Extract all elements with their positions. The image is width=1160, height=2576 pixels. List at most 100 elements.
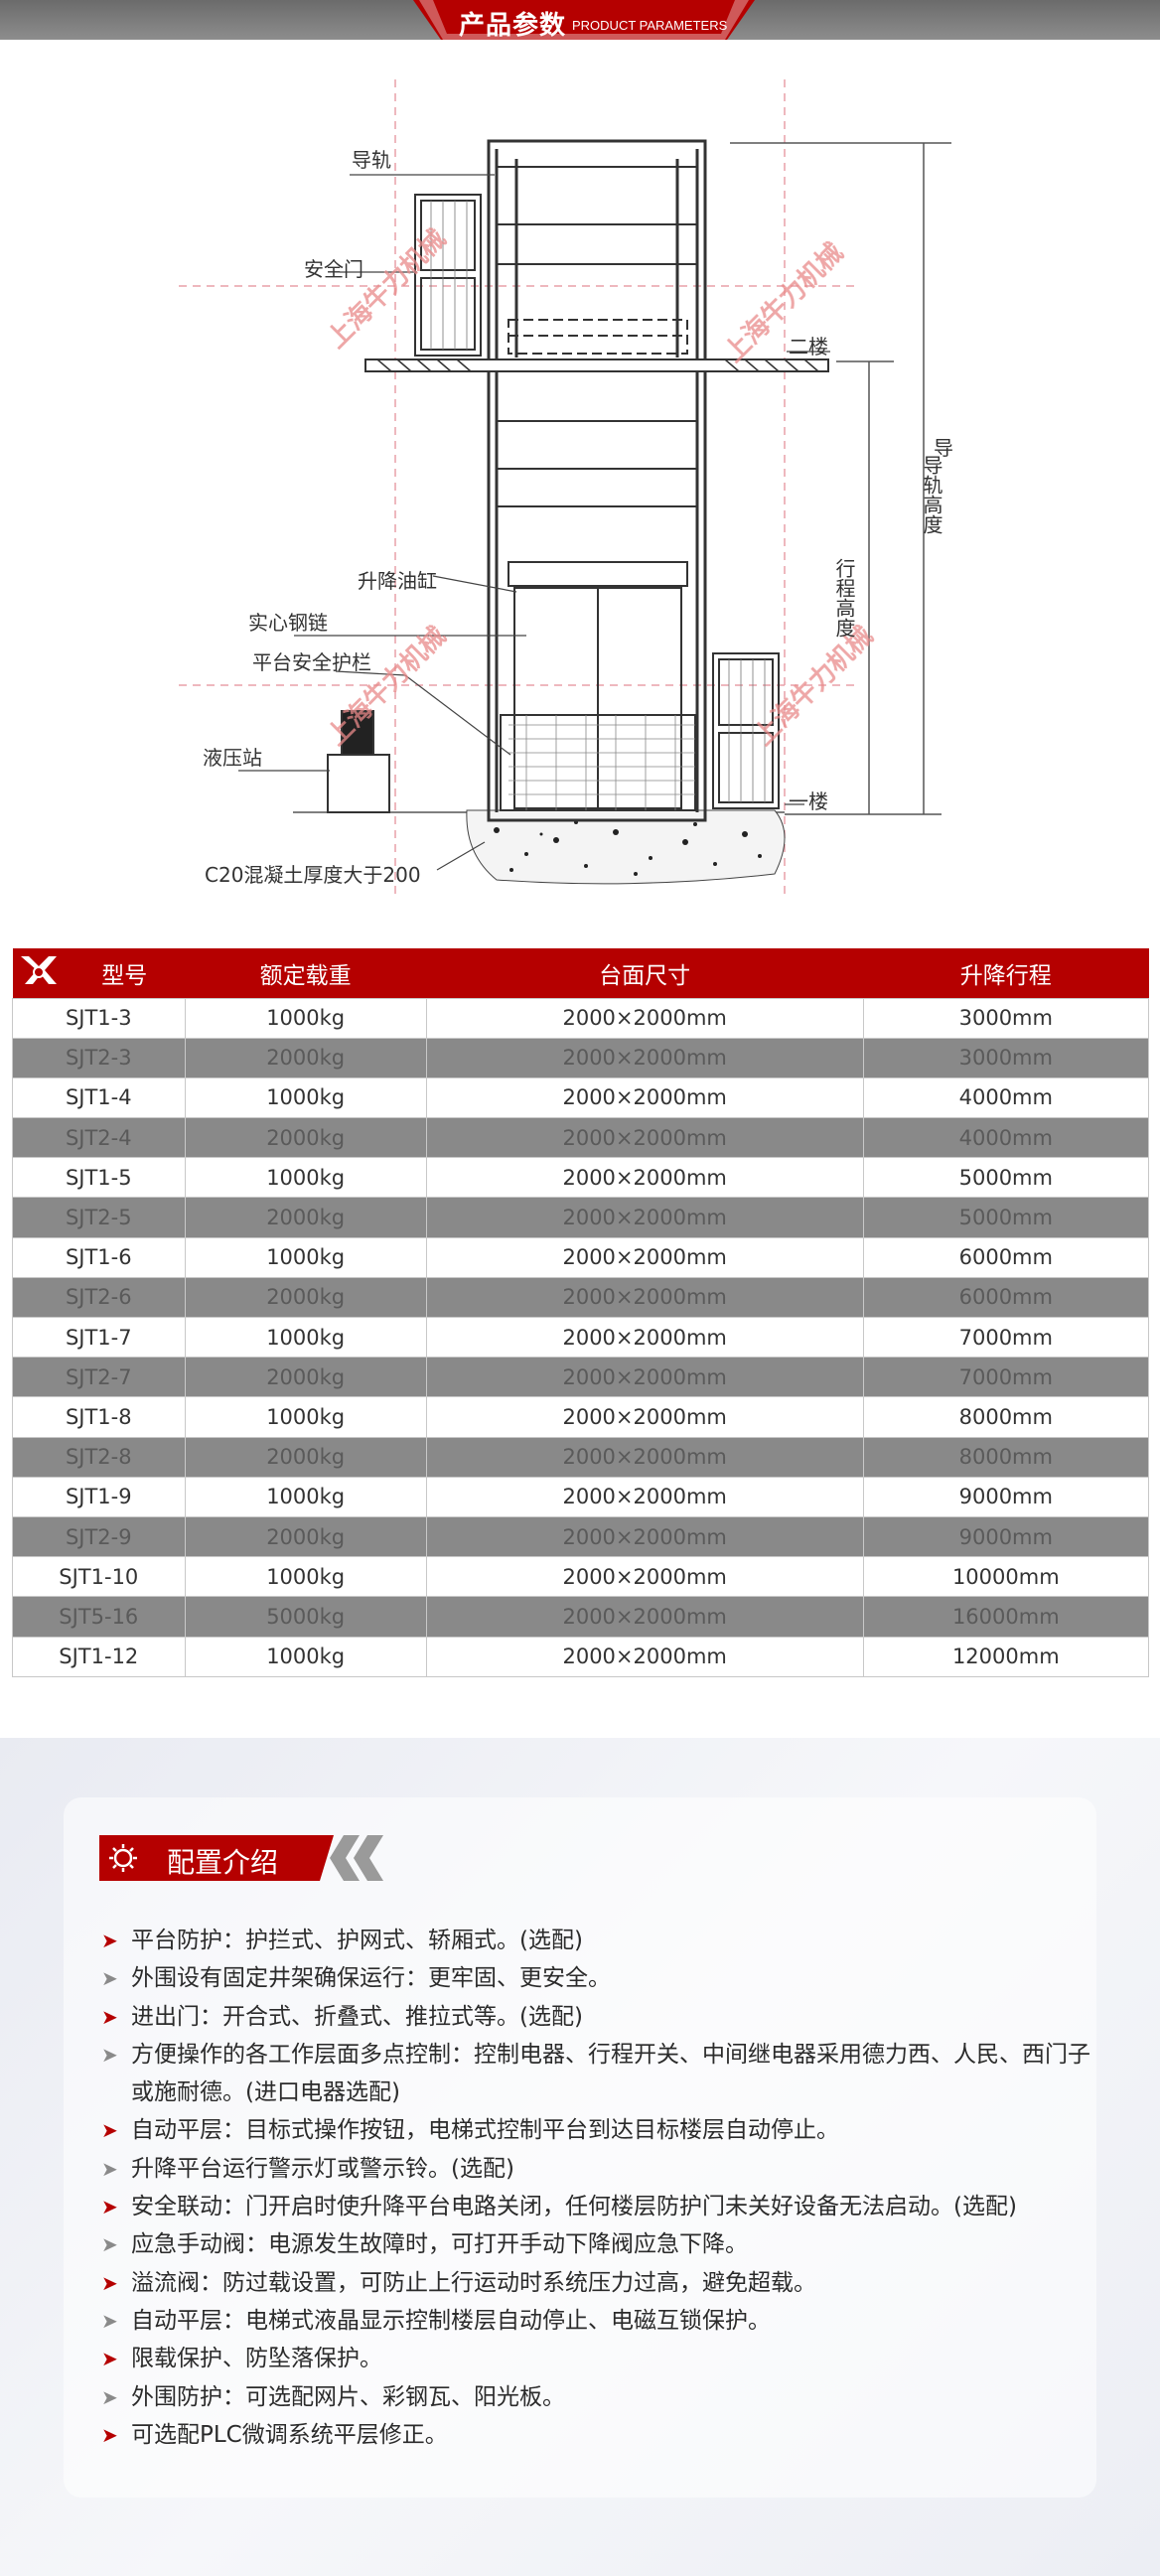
cell-size: 2000×2000mm bbox=[425, 997, 864, 1039]
cell-load: 2000kg bbox=[184, 1357, 427, 1398]
header-size: 台面尺寸 bbox=[426, 948, 864, 998]
arrow-bullet-icon: ➤ bbox=[101, 2042, 118, 2067]
cell-size: 2000×2000mm bbox=[425, 1636, 864, 1677]
arrow-bullet-icon: ➤ bbox=[101, 2422, 118, 2447]
cell-travel: 4000mm bbox=[862, 1117, 1150, 1159]
label-travel-height: 行程高度 bbox=[832, 558, 856, 638]
cell-size: 2000×2000mm bbox=[425, 1476, 864, 1517]
svg-text:上海牛力机械: 上海牛力机械 bbox=[322, 223, 453, 355]
cell-size: 2000×2000mm bbox=[425, 1037, 864, 1078]
brand-logo-icon bbox=[12, 948, 65, 998]
arrow-bullet-icon: ➤ bbox=[101, 2384, 118, 2409]
cell-size: 2000×2000mm bbox=[425, 1236, 864, 1278]
cell-load: 1000kg bbox=[184, 1236, 427, 1278]
config-item-text: 可选配PLC微调系统平层修正。 bbox=[131, 2421, 448, 2448]
config-list-item: ➤ 升降平台运行警示灯或警示铃。(选配) bbox=[99, 2150, 1092, 2188]
cell-travel: 10000mm bbox=[862, 1556, 1150, 1598]
arrow-bullet-icon: ➤ bbox=[101, 2004, 118, 2029]
arrow-bullet-icon: ➤ bbox=[101, 2232, 118, 2257]
cell-size: 2000×2000mm bbox=[425, 1276, 864, 1319]
config-item-text: 自动平层：电梯式液晶显示控制楼层自动停止、电磁互锁保护。 bbox=[131, 2307, 771, 2334]
config-card bbox=[64, 1797, 1096, 2498]
cell-model: SJT1-4 bbox=[12, 1076, 186, 1119]
config-list-item: ➤自动平层：目标式操作按钮，电梯式控制平台到达目标楼层自动停止。 bbox=[99, 2111, 1092, 2149]
cell-travel: 8000mm bbox=[862, 1396, 1150, 1438]
cell-size: 2000×2000mm bbox=[425, 1357, 864, 1398]
cell-load: 5000kg bbox=[184, 1596, 427, 1638]
config-list-item: ➤ 进出门：开合式、折叠式、推拉式等。(选配) bbox=[99, 1998, 1092, 2036]
cell-load: 1000kg bbox=[184, 1316, 427, 1359]
config-item-text: 进出门：开合式、折叠式、推拉式等。(选配) bbox=[131, 2003, 583, 2030]
cell-travel: 7000mm bbox=[862, 1316, 1150, 1359]
config-item-text: 应急手动阀：电源发生故障时，可打开手动下降阀应急下降。 bbox=[131, 2231, 748, 2258]
cell-load: 2000kg bbox=[184, 1117, 427, 1159]
arrow-bullet-icon: ➤ bbox=[101, 2308, 118, 2333]
cell-load: 1000kg bbox=[184, 1396, 427, 1438]
cell-size: 2000×2000mm bbox=[425, 1436, 864, 1478]
label-second-floor: 二楼 bbox=[789, 335, 828, 358]
arrow-bullet-icon: ➤ bbox=[101, 2270, 118, 2295]
lift-diagram: 上海牛力机械 上海牛力机械 上海牛力机械 上海牛力机械 导轨 安全门 二楼 导 … bbox=[179, 79, 953, 894]
config-title: 配置介绍 bbox=[167, 1846, 279, 1879]
config-list-item: ➤限载保护、防坠落保护。 bbox=[99, 2340, 1092, 2377]
arrow-bullet-icon: ➤ bbox=[101, 2347, 118, 2371]
cell-model: SJT1-9 bbox=[12, 1476, 186, 1517]
cell-model: SJT1-12 bbox=[12, 1636, 186, 1677]
cell-size: 2000×2000mm bbox=[425, 1197, 864, 1238]
cell-travel: 5000mm bbox=[862, 1197, 1150, 1238]
arrow-bullet-icon: ➤ bbox=[101, 2156, 118, 2181]
config-list-item: ➤ 平台防护：护拦式、护网式、轿厢式。(选配) bbox=[99, 1922, 1092, 1959]
cell-model: SJT2-6 bbox=[12, 1276, 186, 1319]
cell-size: 2000×2000mm bbox=[425, 1515, 864, 1558]
cell-model: SJT2-4 bbox=[12, 1117, 186, 1159]
cell-load: 1000kg bbox=[184, 1157, 427, 1199]
cell-size: 2000×2000mm bbox=[425, 1596, 864, 1638]
config-list-item: ➤ 方便操作的各工作层面多点控制：控制电器、行程开关、中间继电器采用德力西、人民、… bbox=[99, 2036, 1092, 2112]
config-list-item: ➤ 应急手动阀：电源发生故障时，可打开手动下降阀应急下降。 bbox=[99, 2225, 1092, 2263]
cell-model: SJT2-9 bbox=[12, 1515, 186, 1558]
cell-size: 2000×2000mm bbox=[425, 1316, 864, 1359]
cell-model: SJT2-7 bbox=[12, 1357, 186, 1398]
banner-tab bbox=[413, 0, 755, 40]
config-list-item: ➤ 外围设有固定井架确保运行：更牢固、更安全。 bbox=[99, 1959, 1092, 1997]
cell-travel: 5000mm bbox=[862, 1157, 1150, 1199]
cell-size: 2000×2000mm bbox=[425, 1157, 864, 1199]
cell-travel: 3000mm bbox=[862, 1037, 1150, 1078]
config-list-item: ➤ 自动平层：电梯式液晶显示控制楼层自动停止、电磁互锁保护。 bbox=[99, 2302, 1092, 2340]
arrow-bullet-icon: ➤ bbox=[101, 1929, 118, 1952]
cell-model: SJT2-8 bbox=[12, 1436, 186, 1478]
config-item-text: 方便操作的各工作层面多点控制：控制电器、行程开关、中间继电器采用德力西、人民、西… bbox=[131, 2041, 1090, 2106]
svg-text:上海牛力机械: 上海牛力机械 bbox=[749, 621, 880, 752]
cell-load: 2000kg bbox=[184, 1436, 427, 1478]
header-model: 型号 bbox=[64, 948, 186, 998]
config-item-text: 升降平台运行警示灯或警示铃。(选配) bbox=[131, 2155, 514, 2182]
label-guide-rail: 导轨 bbox=[352, 148, 391, 172]
cell-model: SJT2-3 bbox=[12, 1037, 186, 1078]
label-lift-cylinder: 升降油缸 bbox=[358, 569, 437, 593]
cell-travel: 4000mm bbox=[862, 1076, 1150, 1119]
arrow-bullet-icon: ➤ bbox=[101, 1966, 118, 1991]
label-hydraulic-station: 液压站 bbox=[203, 746, 262, 770]
arrow-bullet-icon: ➤ bbox=[101, 2195, 118, 2219]
cell-travel: 9000mm bbox=[862, 1515, 1150, 1558]
config-item-text: 外围设有固定井架确保运行：更牢固、更安全。 bbox=[131, 1965, 611, 1992]
label-concrete-note: C20混凝土厚度大于200 bbox=[205, 863, 421, 887]
config-item-text: 平台防护：护拦式、护网式、轿厢式。(选配) bbox=[131, 1928, 583, 1953]
config-item-text: 自动平层：目标式操作按钮，电梯式控制平台到达目标楼层自动停止。 bbox=[131, 2117, 839, 2144]
cell-travel: 6000mm bbox=[862, 1276, 1150, 1319]
cell-load: 1000kg bbox=[184, 997, 427, 1039]
cell-model: SJT2-5 bbox=[12, 1197, 186, 1238]
header-load: 额定载重 bbox=[185, 948, 427, 998]
label-safety-door: 安全门 bbox=[304, 257, 363, 281]
cell-model: SJT1-10 bbox=[12, 1556, 186, 1598]
banner-title: 产品参数 bbox=[459, 11, 567, 41]
